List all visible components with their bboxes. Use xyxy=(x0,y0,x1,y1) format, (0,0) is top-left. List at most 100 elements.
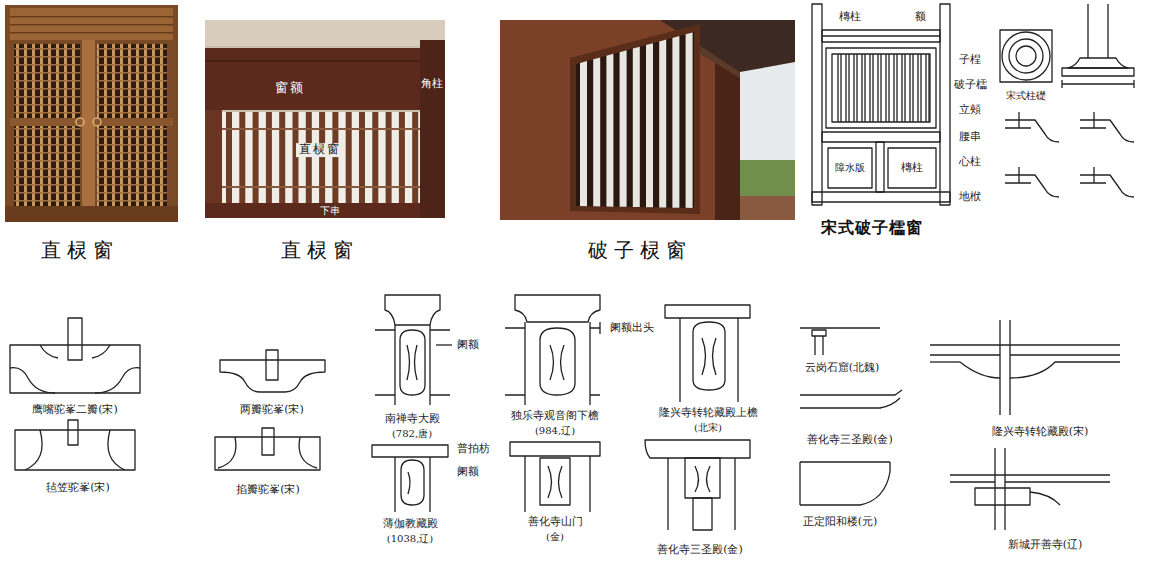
sketch-line xyxy=(10,345,140,393)
lattice xyxy=(14,126,80,206)
lattice xyxy=(14,44,80,118)
sketch-caption: 掐瓣驼峯(宋) xyxy=(236,484,300,497)
part-label: 阑额 xyxy=(457,466,479,479)
base-circle xyxy=(1002,32,1050,80)
sketch-line xyxy=(68,420,78,445)
sketch-line xyxy=(599,322,600,334)
lattice-bar xyxy=(226,112,232,203)
sketch-line xyxy=(878,54,881,122)
part-label: 阑额出头 xyxy=(610,322,654,335)
drawing-caption: 宋式破子櫺窗 xyxy=(821,219,923,237)
sketch-date: (782,唐) xyxy=(392,428,432,440)
sketch-line xyxy=(510,442,600,456)
board-seam xyxy=(10,32,173,34)
bracket xyxy=(700,46,740,78)
lattice-bar xyxy=(319,112,325,203)
sketch-line xyxy=(540,328,575,395)
sketch-line xyxy=(400,330,425,395)
sketch-line xyxy=(918,54,921,122)
sketch-line xyxy=(1062,80,1134,88)
sketch-line xyxy=(540,458,570,505)
part-label: 阑额 xyxy=(457,339,479,352)
sketch-line xyxy=(693,498,712,530)
sketch-line xyxy=(1068,58,1128,68)
photo-caption: 直棂窗 xyxy=(41,239,119,262)
sketch-caption: 隆兴寺转轮藏殿(宋) xyxy=(992,426,1089,439)
sketch-line xyxy=(826,48,936,128)
lattice-bar xyxy=(346,112,352,203)
lattice-bar xyxy=(239,112,245,203)
sketch-line xyxy=(218,437,236,468)
sketch-line xyxy=(902,54,905,122)
lattice-bar xyxy=(293,112,299,203)
sketch-line xyxy=(812,192,950,202)
sketch-line xyxy=(702,338,716,375)
column xyxy=(715,55,740,220)
sketch-line xyxy=(1005,120,1059,142)
sketch-line xyxy=(266,350,278,380)
lattice-rail xyxy=(222,128,420,130)
sketch-line xyxy=(1088,4,1108,58)
sketch-caption: 毡笠驼峯(宋) xyxy=(46,482,110,495)
part-label: 心柱 xyxy=(959,156,981,169)
sketch-line xyxy=(950,481,1110,482)
sketch-caption: 善化寺三圣殿(金) xyxy=(807,434,893,447)
sketch-line xyxy=(395,325,430,405)
sketch-line xyxy=(548,466,562,498)
sketch-line xyxy=(1005,175,1059,197)
lattice-bar xyxy=(359,112,365,203)
part-label: 地栿 xyxy=(959,191,981,204)
sketch-caption: 新城开善寺(辽) xyxy=(1008,539,1083,552)
sketch-line xyxy=(1030,492,1060,505)
lattice-bar xyxy=(646,43,653,207)
door-photo xyxy=(5,5,178,222)
sketch-line xyxy=(1062,68,1134,76)
sketch-date: (金) xyxy=(546,531,564,543)
plaster xyxy=(205,20,445,46)
sketch-line xyxy=(926,54,929,122)
part-label: 立頰 xyxy=(959,104,981,117)
sketch-line xyxy=(407,345,417,380)
photo-caption: 直棂窗 xyxy=(281,239,359,262)
sketch-line xyxy=(838,54,841,122)
lattice-bar xyxy=(266,112,272,203)
window-frame xyxy=(570,24,700,214)
sketch-line xyxy=(395,457,430,512)
sketch-caption: 云岗石窟(北魏) xyxy=(805,362,880,375)
sketch-caption: 善化寺三圣殿(金) xyxy=(657,544,743,557)
sketch-line xyxy=(25,430,42,470)
sketch-line xyxy=(408,472,410,494)
sketch-line xyxy=(1080,175,1134,197)
lattice-bar xyxy=(306,112,312,203)
sketch-line xyxy=(1010,362,1120,378)
sketch-line xyxy=(1005,167,1031,183)
side-frame xyxy=(205,110,222,205)
part-label: 宋式柱礎 xyxy=(1006,90,1046,102)
part-label: 障水版 xyxy=(835,162,865,174)
lattice-bar xyxy=(620,50,627,207)
sketch-caption: 两瓣驼峯(宋) xyxy=(240,404,304,417)
low-wall xyxy=(740,196,795,220)
drawing xyxy=(5,4,1134,530)
sketch-line xyxy=(665,305,750,318)
sketch-line xyxy=(645,440,750,458)
sketch-line xyxy=(68,318,82,360)
sketch-line xyxy=(550,345,564,380)
sketch-line xyxy=(10,368,55,393)
sketch-line xyxy=(385,295,440,325)
tree xyxy=(740,160,795,200)
sketch-line xyxy=(910,54,913,122)
sketch-caption: 南禅寺大殿 xyxy=(385,413,440,426)
sketch-caption: 薄伽教藏殿 xyxy=(383,518,438,531)
part-label: 直棂窗 xyxy=(296,143,344,157)
sketch-line xyxy=(846,54,849,122)
sketch-line xyxy=(799,462,800,505)
sketch-line xyxy=(92,345,110,358)
sketch-line xyxy=(40,345,58,358)
sketch-line xyxy=(372,445,448,457)
sketch-line xyxy=(995,448,1005,530)
lattice-bar xyxy=(593,57,600,206)
sketch-line xyxy=(108,430,125,470)
lattice-bar xyxy=(279,112,285,203)
sketch-line xyxy=(950,474,1110,475)
